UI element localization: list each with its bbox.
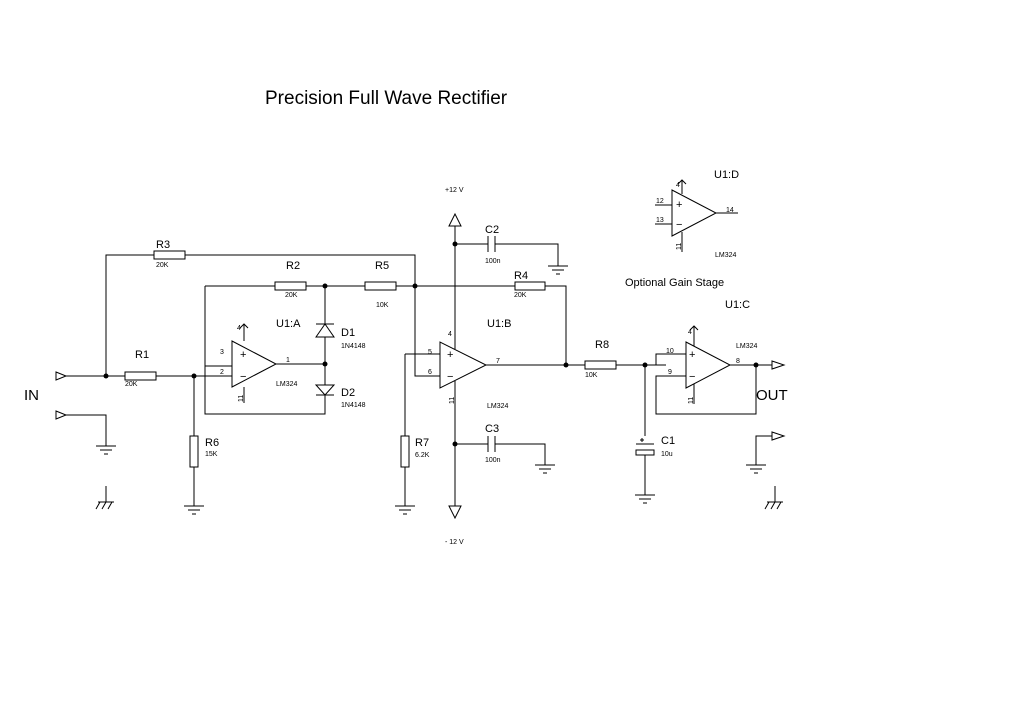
svg-text:20K: 20K xyxy=(156,262,169,269)
svg-text:+: + xyxy=(689,349,695,361)
svg-text:C2: C2 xyxy=(485,224,499,236)
wires xyxy=(66,226,776,506)
svg-text:4: 4 xyxy=(448,331,452,338)
opamp-u1c: + − 10 9 8 4 11 U1:C LM324 xyxy=(666,299,758,404)
capacitor-c2: C2 100n xyxy=(485,224,501,265)
svg-text:U1:D: U1:D xyxy=(714,169,739,181)
optional-gain-stage-label: Optional Gain Stage xyxy=(625,277,724,289)
svg-text:100n: 100n xyxy=(485,457,501,464)
resistor-r4: R4 20K xyxy=(514,270,546,299)
resistor-r5: R5 10K xyxy=(364,260,397,309)
ground-symbols xyxy=(95,265,783,515)
svg-text:15K: 15K xyxy=(205,451,218,458)
svg-text:R6: R6 xyxy=(205,437,219,449)
svg-text:R4: R4 xyxy=(514,270,528,282)
svg-text:1N4148: 1N4148 xyxy=(341,402,366,409)
svg-text:U1:A: U1:A xyxy=(276,318,301,330)
svg-text:R2: R2 xyxy=(286,260,300,272)
svg-text:1N4148: 1N4148 xyxy=(341,343,366,350)
svg-text:+: + xyxy=(240,349,246,361)
svg-text:C1: C1 xyxy=(661,435,675,447)
svg-text:6: 6 xyxy=(428,369,432,376)
svg-text:- 12 V: - 12 V xyxy=(445,539,464,546)
opamp-u1d: + − 12 13 14 4 11 U1:D LM324 xyxy=(655,169,739,259)
svg-text:LM324: LM324 xyxy=(487,403,509,410)
svg-text:LM324: LM324 xyxy=(736,343,758,350)
opamp-u1a: + − 3 2 1 4 11 U1:A LM324 xyxy=(220,318,301,403)
svg-text:C3: C3 xyxy=(485,423,499,435)
diode-d2: D2 1N4148 xyxy=(314,384,366,409)
svg-text:11: 11 xyxy=(238,395,245,402)
svg-text:+: + xyxy=(447,349,453,361)
svg-text:R3: R3 xyxy=(156,239,170,251)
svg-text:+: + xyxy=(676,199,682,211)
diagram-title: Precision Full Wave Rectifier xyxy=(265,88,508,109)
input-terminal: IN xyxy=(24,371,68,420)
svg-text:100n: 100n xyxy=(485,258,501,265)
junction-dots xyxy=(103,241,759,447)
svg-text:10K: 10K xyxy=(585,372,598,379)
svg-text:9: 9 xyxy=(668,369,672,376)
svg-text:OUT: OUT xyxy=(756,387,788,404)
svg-text:U1:C: U1:C xyxy=(725,299,750,311)
svg-text:7: 7 xyxy=(496,358,500,365)
svg-text:3: 3 xyxy=(220,349,224,356)
svg-text:D1: D1 xyxy=(341,327,355,339)
svg-text:IN: IN xyxy=(24,387,39,404)
svg-text:−: − xyxy=(447,371,453,383)
resistor-r8: R8 10K xyxy=(584,339,617,379)
resistor-r3: R3 20K xyxy=(153,239,186,269)
svg-text:−: − xyxy=(676,219,682,231)
svg-text:10: 10 xyxy=(666,348,674,355)
diode-d1: D1 1N4148 xyxy=(315,323,366,350)
svg-text:R7: R7 xyxy=(415,437,429,449)
svg-text:11: 11 xyxy=(449,397,456,404)
output-terminal: OUT xyxy=(756,360,788,441)
svg-text:12: 12 xyxy=(656,198,664,205)
svg-text:+12 V: +12 V xyxy=(445,187,464,194)
svg-text:R1: R1 xyxy=(135,349,149,361)
negative-supply: - 12 V xyxy=(445,505,464,546)
svg-text:−: − xyxy=(240,371,246,383)
svg-text:4: 4 xyxy=(688,329,692,336)
svg-text:14: 14 xyxy=(726,207,734,214)
svg-text:20K: 20K xyxy=(125,381,138,388)
svg-text:4: 4 xyxy=(676,182,680,189)
svg-text:LM324: LM324 xyxy=(276,381,298,388)
resistor-r7: R7 6.2K xyxy=(400,435,430,468)
svg-text:U1:B: U1:B xyxy=(487,318,511,330)
svg-text:5: 5 xyxy=(428,349,432,356)
svg-text:R5: R5 xyxy=(375,260,389,272)
resistor-r6: R6 15K xyxy=(189,435,219,468)
svg-text:2: 2 xyxy=(220,369,224,376)
svg-text:−: − xyxy=(689,371,695,383)
positive-supply: +12 V xyxy=(445,187,464,232)
resistor-r2: R2 20K xyxy=(274,260,307,299)
svg-text:13: 13 xyxy=(656,217,664,224)
svg-text:6.2K: 6.2K xyxy=(415,452,430,459)
svg-text:R8: R8 xyxy=(595,339,609,351)
svg-text:1: 1 xyxy=(286,357,290,364)
svg-text:10K: 10K xyxy=(376,302,389,309)
resistor-r1: R1 20K xyxy=(124,349,157,388)
svg-text:LM324: LM324 xyxy=(715,252,737,259)
svg-text:11: 11 xyxy=(688,397,695,404)
capacitor-c3: C3 100n xyxy=(485,423,501,464)
svg-text:8: 8 xyxy=(736,358,740,365)
svg-text:20K: 20K xyxy=(514,292,527,299)
svg-text:4: 4 xyxy=(237,325,241,332)
svg-text:11: 11 xyxy=(676,243,683,250)
svg-text:10u: 10u xyxy=(661,451,673,458)
svg-text:D2: D2 xyxy=(341,387,355,399)
capacitor-c1: C1 10u xyxy=(635,435,675,458)
svg-text:20K: 20K xyxy=(285,292,298,299)
opamp-u1b: + − 5 6 7 4 11 U1:B LM324 xyxy=(428,318,511,410)
